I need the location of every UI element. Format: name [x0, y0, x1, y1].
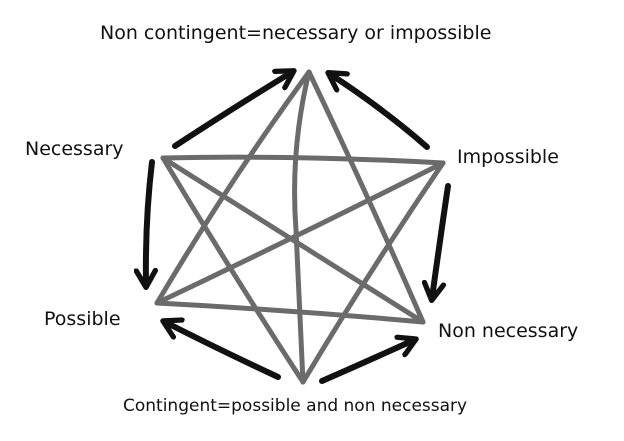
- label-non-necessary: Non necessary: [438, 320, 579, 342]
- line-possible-non-necessary: [154, 300, 426, 325]
- arrow-impossible-to-non-necessary: [432, 183, 451, 298]
- line-bottom-necessary: [160, 155, 306, 385]
- line-top-non-necessary: [306, 69, 426, 325]
- arrow-bottom-to-non-necessary: [319, 340, 414, 384]
- arrow-necessary-to-possible: [146, 159, 152, 285]
- label-possible: Possible: [44, 308, 121, 330]
- line-bottom-impossible: [300, 160, 446, 385]
- label-impossible: Impossible: [457, 146, 559, 168]
- label-contingent: Contingent=possible and non necessary: [123, 396, 468, 416]
- arrow-impossible-to-top: [330, 74, 430, 150]
- line-necessary-impossible: [160, 154, 446, 166]
- arrow-bottom-to-possible: [165, 322, 281, 380]
- line-top-bottom: [292, 69, 312, 385]
- line-impossible-possible: [154, 160, 446, 306]
- label-necessary: Necessary: [25, 138, 124, 160]
- arrow-necessary-to-top: [172, 72, 292, 149]
- label-non-contingent: Non contingent=necessary or impossible: [100, 22, 492, 44]
- line-top-possible: [154, 69, 312, 306]
